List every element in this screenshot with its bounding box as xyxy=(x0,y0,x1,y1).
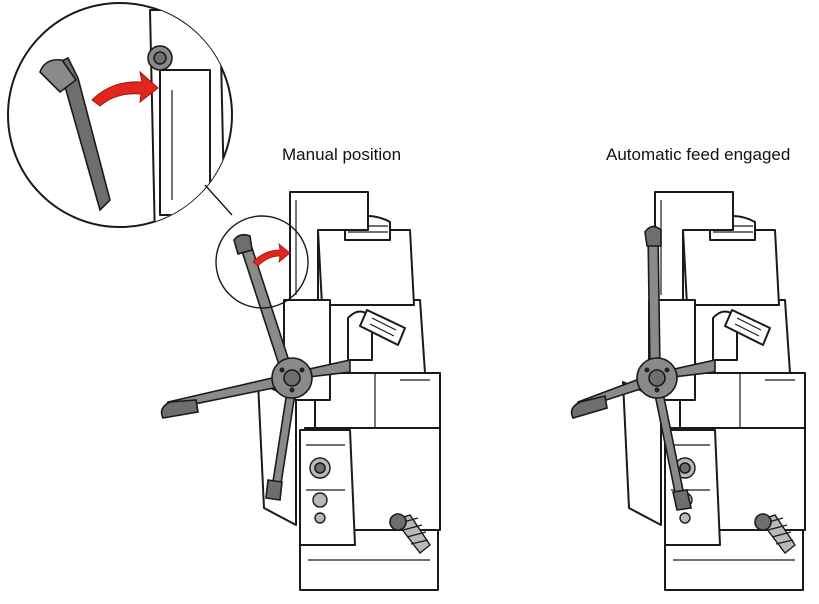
zoom-inset xyxy=(7,2,233,228)
caption-automatic-feed: Automatic feed engaged xyxy=(606,145,791,164)
zoom-connector-line xyxy=(204,184,233,216)
caption-manual-position: Manual position xyxy=(282,145,402,164)
feed-handles-manual xyxy=(160,233,351,501)
drill-manual-position xyxy=(160,191,441,591)
drill-automatic-feed xyxy=(570,191,806,591)
red-curved-arrow-icon xyxy=(91,70,159,107)
feed-handles-automatic xyxy=(570,225,716,511)
zoom-target-circle xyxy=(215,215,309,309)
red-curved-arrow-icon xyxy=(252,243,291,267)
